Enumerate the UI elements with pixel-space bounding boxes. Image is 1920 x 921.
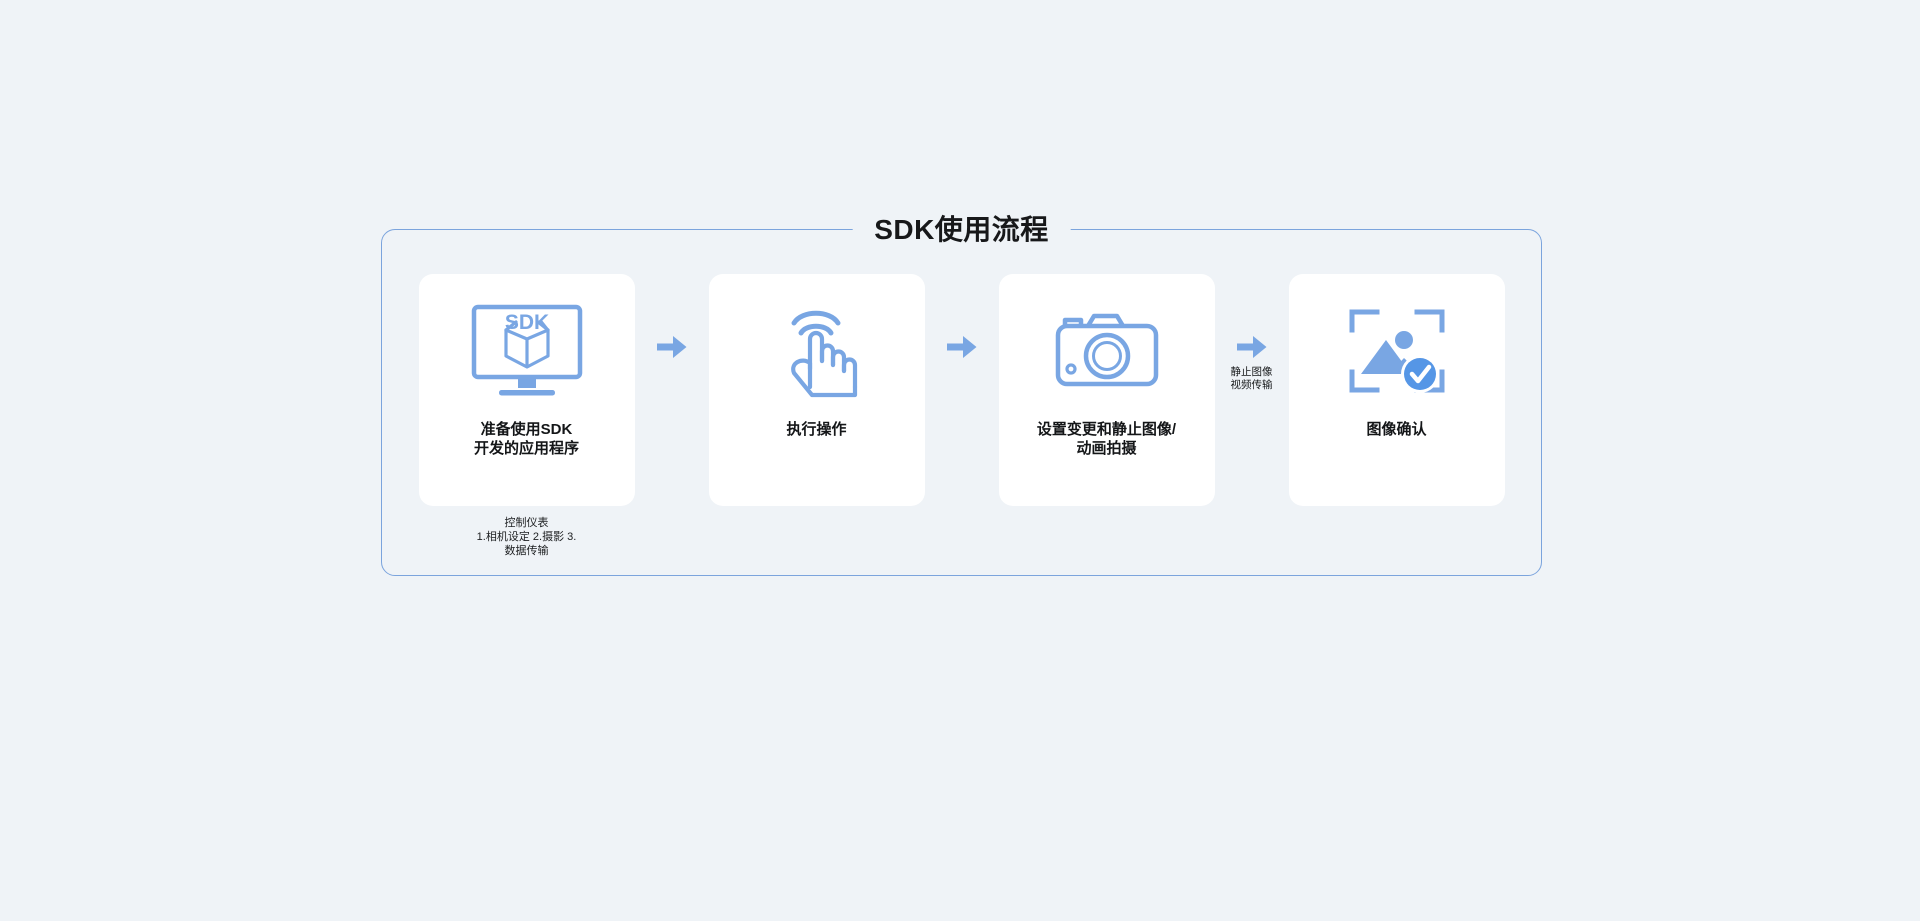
arrow-right-icon [656, 336, 686, 358]
flow-step-card-4[interactable]: 图像确认 [1288, 274, 1505, 506]
tap-hand-gesture-icon [772, 296, 862, 406]
flow-step-label-4: 图像确认 [1366, 421, 1427, 438]
camera-icon [1055, 296, 1159, 406]
flow-connector-2 [925, 274, 999, 506]
flow-step-label-2: 执行操作 [786, 421, 847, 438]
sdk-icon-text: SDK [504, 311, 548, 334]
arrow-right-icon [1236, 336, 1266, 358]
flow-steps-row: SDK 准备使用SDK 开发的应用程序 控制仪表 1.相机设定 2.摄影 3.数… [382, 274, 1541, 557]
flow-step-card-2[interactable]: 执行操作 [708, 274, 925, 506]
flow-connector-label-3: 静止图像 视频传输 [1230, 366, 1273, 391]
flow-step-label-1: 准备使用SDK 开发的应用程序 [473, 421, 579, 457]
flow-step-card-1[interactable]: SDK 准备使用SDK 开发的应用程序 控制仪表 1.相机设定 2.摄影 3.数… [418, 274, 635, 557]
monitor-sdk-box-icon: SDK [469, 296, 585, 406]
sdk-flow-panel: SDK使用流程 SDK 准备使用SDK 开发的应用程序 控制仪表 1.相机设定 … [381, 208, 1542, 576]
arrow-right-icon [946, 336, 976, 358]
flow-connector-3: 静止图像 视频传输 [1215, 274, 1289, 506]
page-title: SDK使用流程 [852, 208, 1071, 248]
flow-connector-1 [635, 274, 709, 506]
flow-step-card-3[interactable]: 设置变更和静止图像/ 动画拍摄 [998, 274, 1215, 506]
flow-step-note-1: 控制仪表 1.相机设定 2.摄影 3.数据传输 [476, 517, 577, 557]
image-confirm-check-icon [1347, 296, 1447, 406]
flow-step-label-3: 设置变更和静止图像/ 动画拍摄 [1036, 421, 1177, 457]
